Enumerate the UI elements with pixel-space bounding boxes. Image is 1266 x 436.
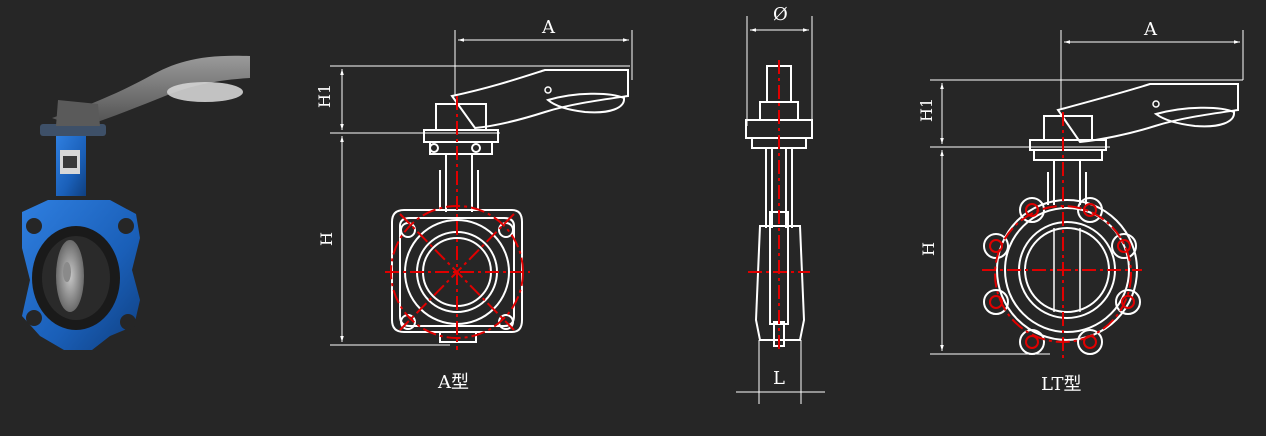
butterfly-valve-photo (22, 55, 250, 350)
a-type-caption: A型 (437, 372, 469, 393)
a-type-valve-drawing (330, 30, 633, 346)
side-view-valve-drawing (736, 16, 825, 404)
lt-type-valve-drawing (930, 30, 1244, 355)
a-type-dim-a-label: A (541, 17, 556, 38)
side-view-l-label: L (773, 368, 785, 389)
lt-type-centerlines (982, 112, 1142, 360)
a-type-centerlines (385, 96, 530, 350)
lt-type-dim-h-label: H (919, 242, 938, 256)
a-type-dim-h1-label: H1 (315, 84, 334, 108)
side-view-dia-label: Ø (773, 4, 788, 25)
side-view-centerlines (748, 60, 810, 352)
a-type-dim-h-label: H (317, 232, 336, 246)
lt-type-caption: LT型 (1041, 374, 1082, 395)
lt-type-dim-a-label: A (1143, 19, 1158, 40)
lt-type-bolt-holes (989, 203, 1135, 349)
lt-type-dim-h1-label: H1 (917, 98, 936, 122)
